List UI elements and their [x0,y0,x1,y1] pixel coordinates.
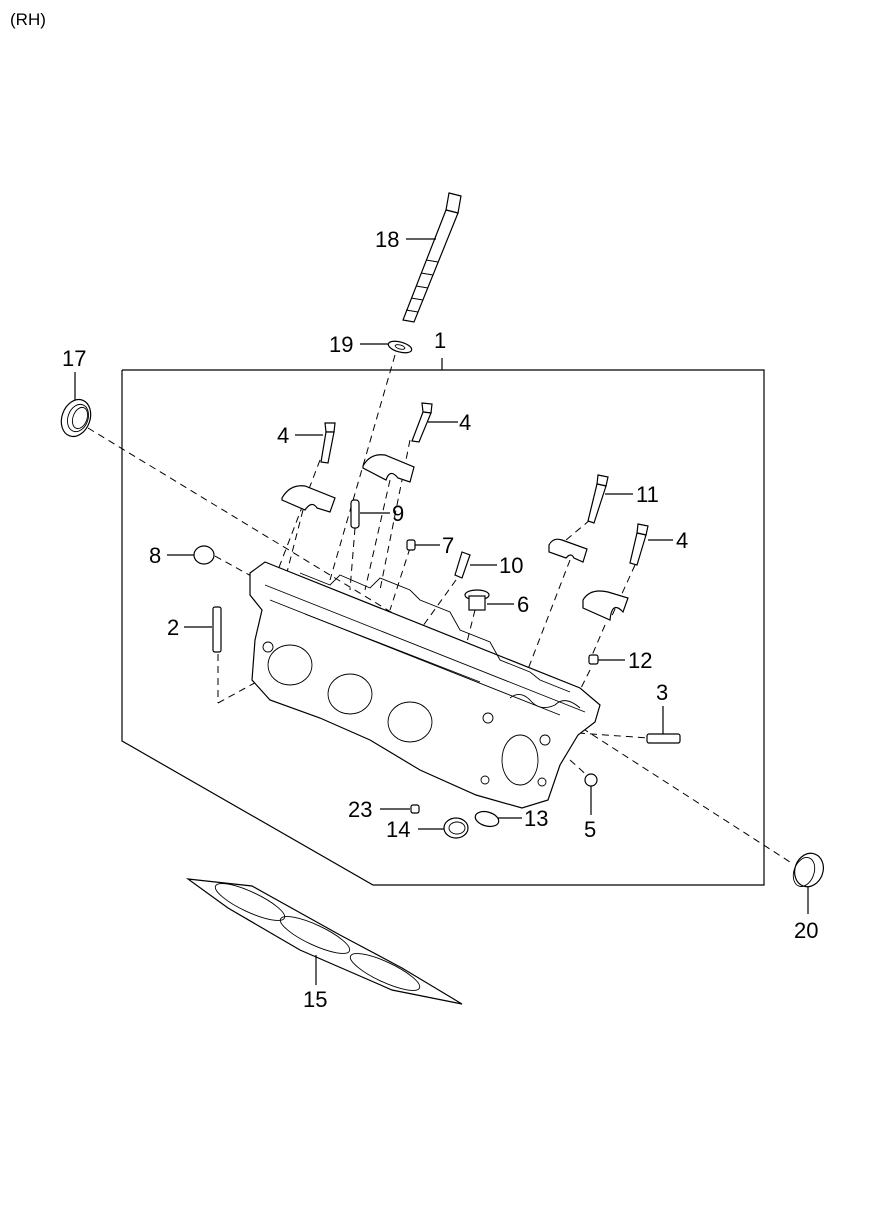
callout-7: 7 [442,533,454,558]
part-7-bolt[interactable] [406,539,416,551]
part-17-oil-seal[interactable] [56,395,95,440]
part-8-seal-plug[interactable] [193,545,215,565]
page-title: (RH) [10,10,46,29]
part-3-stud[interactable] [646,733,681,744]
part-19-washer[interactable] [387,339,413,355]
callout-15: 15 [303,987,327,1012]
callout-12: 12 [628,648,652,673]
callout-19: 19 [329,332,353,357]
part-4b-bolt[interactable] [411,402,433,443]
cam-cap-right-lower[interactable] [582,590,629,621]
part-2-stud[interactable] [212,606,222,653]
part-10-dowel[interactable] [454,551,471,579]
callout-5: 5 [584,817,596,842]
callout-8: 8 [149,543,161,568]
cam-cap-left[interactable] [281,485,336,513]
part-4a-bolt[interactable] [320,422,336,464]
part-11-bolt[interactable] [587,474,609,524]
callout-23: 23 [348,797,372,822]
callout-20: 20 [794,918,818,943]
callout-4b: 4 [459,410,471,435]
callout-11: 11 [636,482,659,507]
callout-18: 18 [375,227,399,252]
part-23-dowel[interactable] [410,804,420,814]
part-14-ring[interactable] [443,817,469,839]
part-12-dowel[interactable] [588,654,599,665]
cam-cap-center[interactable] [362,454,415,483]
callout-9: 9 [392,501,404,526]
part-5-plug[interactable] [584,773,598,787]
cam-cap-right-upper[interactable] [548,538,588,563]
callout-1: 1 [434,328,446,353]
part-18-head-bolt[interactable] [402,192,462,323]
callout-4a: 4 [277,423,289,448]
part-20-cap[interactable] [789,849,827,891]
callout-14: 14 [386,817,410,842]
callout-6: 6 [517,592,529,617]
part-13-ring[interactable] [474,809,501,829]
callout-2: 2 [167,615,179,640]
callout-4c: 4 [676,528,688,553]
callout-10: 10 [499,553,523,578]
part-4c-bolt[interactable] [629,523,649,566]
part-1-cylinder-head[interactable] [249,561,601,809]
callout-13: 13 [524,806,548,831]
callout-17: 17 [62,346,86,371]
alignment-lines [87,354,791,863]
part-15-head-gasket[interactable] [185,877,463,1005]
part-6-plug[interactable] [464,589,490,611]
assembly-boundary [121,369,765,886]
part-9-dowel[interactable] [350,499,360,529]
callout-3: 3 [656,680,668,705]
